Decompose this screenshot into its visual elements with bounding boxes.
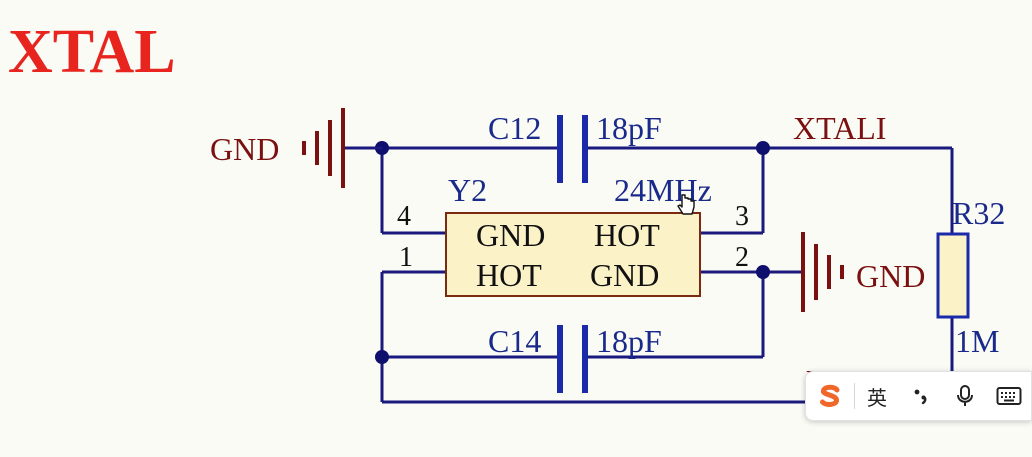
c14-designator: C14: [488, 323, 541, 359]
ime-separator: [854, 383, 855, 409]
net-label-xtali: XTALI: [793, 110, 886, 146]
gnd-symbol-left: [302, 108, 382, 188]
pin-number-2: 2: [735, 242, 749, 273]
y2-designator: Y2: [448, 172, 487, 208]
resistor-r32-body: [936, 232, 970, 319]
pin-number-3: 3: [735, 201, 749, 232]
gnd-label-left: GND: [210, 131, 279, 167]
c12-designator: C12: [488, 110, 541, 146]
r32-designator: R32: [952, 195, 1005, 231]
pin-number-4: 4: [397, 201, 411, 232]
junction-dot: [756, 265, 770, 279]
schematic-title: XTAL: [8, 18, 176, 86]
gnd-label-right: GND: [856, 258, 925, 294]
y2-label-bottom-left: HOT: [476, 257, 542, 293]
sogou-logo-icon[interactable]: [806, 371, 854, 421]
gnd-symbol-right: [801, 232, 844, 312]
pin-number-1: 1: [399, 242, 413, 273]
crystal-y2-body: [445, 212, 701, 297]
y2-label-top-right: HOT: [594, 217, 660, 253]
c12-value: 18pF: [596, 110, 662, 146]
hand-cursor-icon: [677, 194, 695, 215]
c14-value: 18pF: [596, 323, 662, 359]
y2-value: 24MHz: [614, 172, 712, 208]
junction-dot: [375, 350, 389, 364]
r32-value: 1M: [955, 323, 999, 359]
y2-label-top-left: GND: [476, 217, 545, 253]
y2-label-bottom-right: GND: [590, 257, 659, 293]
junction-dot: [756, 141, 770, 155]
punctuation-icon[interactable]: [899, 371, 943, 421]
microphone-icon[interactable]: [943, 371, 987, 421]
ime-toolbar: 英: [805, 371, 1032, 421]
capacitor-c12: [557, 115, 588, 183]
keyboard-icon[interactable]: [987, 371, 1031, 421]
ime-language-label: 英: [867, 385, 887, 410]
capacitor-c14: [557, 325, 588, 393]
ime-language-toggle[interactable]: 英: [855, 371, 899, 421]
